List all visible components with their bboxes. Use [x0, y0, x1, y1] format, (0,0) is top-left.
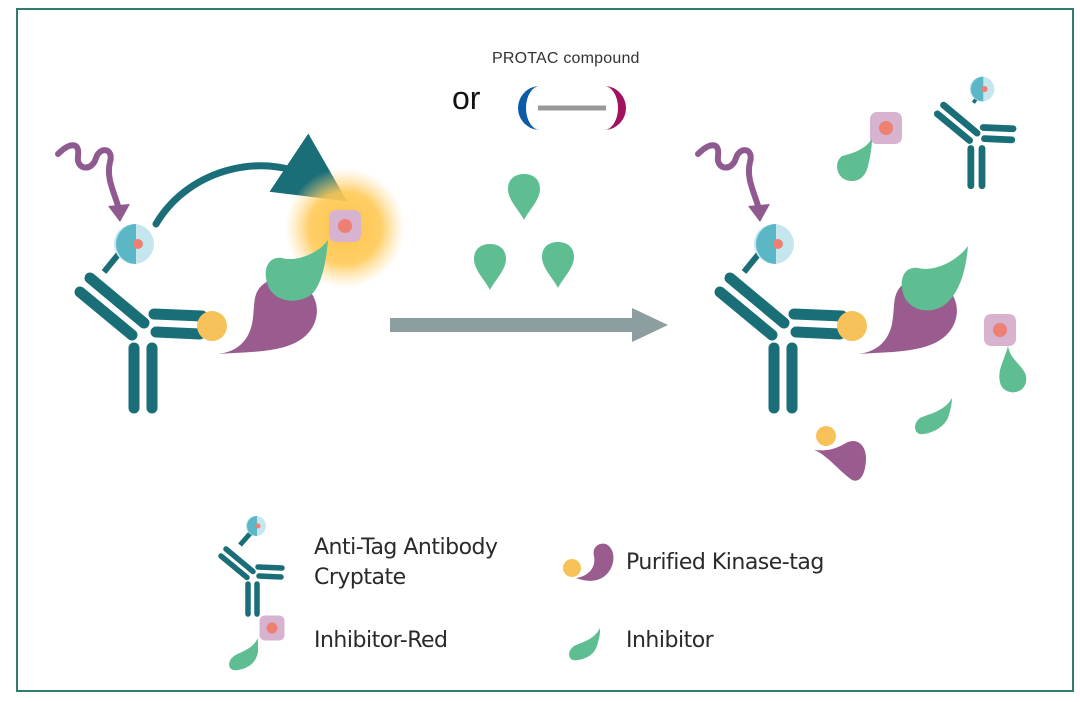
- inhibitor-icon: [901, 246, 968, 311]
- protac-icon: [518, 86, 626, 130]
- free-kinase: [814, 426, 866, 481]
- left-complex: [55, 133, 405, 408]
- antibody-icon: [80, 278, 202, 408]
- inhibitor-red-icon: [329, 210, 361, 242]
- right-complex: [695, 142, 968, 408]
- legend-antibody-label: Anti-Tag Antibody Cryptate: [314, 533, 498, 593]
- cryptate-icon: [114, 224, 154, 264]
- wave-icon: [695, 142, 761, 209]
- free-inhibitor-red: [837, 112, 902, 182]
- free-inhibitor-red: [984, 314, 1027, 393]
- inhibitor-red-icon: [229, 615, 285, 671]
- or-label: or: [452, 80, 481, 116]
- tag-dot: [197, 311, 227, 341]
- fret-arrow: [152, 133, 348, 228]
- legend-inhibitor-label: Inhibitor: [626, 628, 714, 653]
- process-arrow: [390, 308, 668, 342]
- cryptate-icon: [754, 224, 794, 264]
- inhibitor-icon: [569, 628, 600, 661]
- kinase-icon: [563, 543, 614, 581]
- legend-kinase-label: Purified Kinase-tag: [626, 550, 824, 575]
- free-antibody: [937, 76, 1013, 186]
- protac-label: PROTAC compound: [492, 50, 640, 67]
- legend-antibody-line1: Anti-Tag Antibody: [314, 535, 498, 560]
- tag-dot: [837, 311, 867, 341]
- antibody-icon: [221, 516, 282, 614]
- legend-inhibitor-red-label: Inhibitor-Red: [314, 628, 448, 653]
- inhibitor-icon: [265, 240, 328, 301]
- inhibitor-drop: [542, 242, 574, 288]
- inhibitor-drop: [508, 174, 540, 220]
- inhibitor-drop: [474, 244, 506, 290]
- legend-antibody-line2: Cryptate: [314, 565, 406, 590]
- wave-icon: [55, 142, 121, 209]
- free-inhibitor: [915, 398, 952, 435]
- antibody-icon: [720, 278, 842, 408]
